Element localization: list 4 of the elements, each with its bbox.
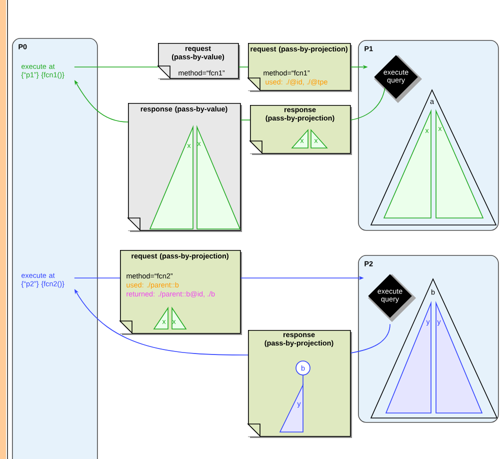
connector-line	[74, 66, 158, 68]
connector-line	[238, 66, 248, 68]
connector-line	[350, 324, 390, 354]
connector-line	[350, 88, 386, 120]
